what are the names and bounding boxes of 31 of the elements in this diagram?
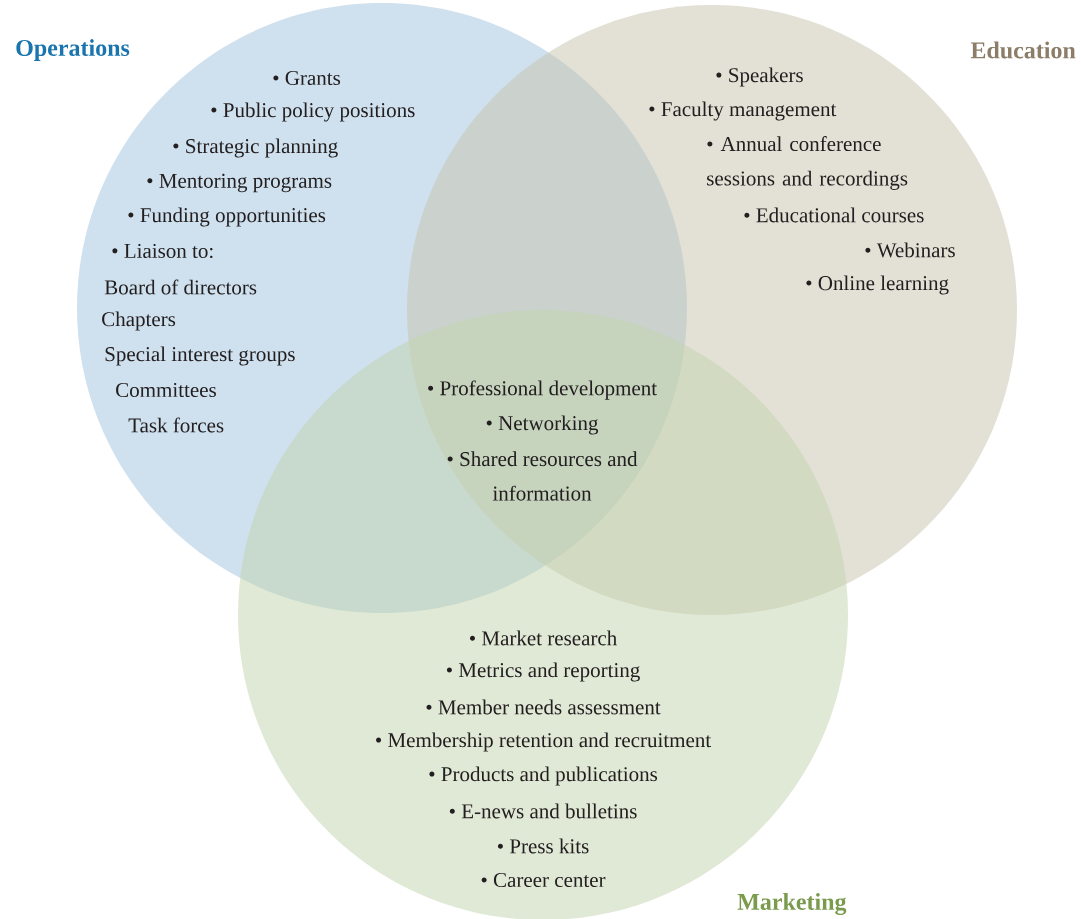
list-item: • Press kits (497, 838, 589, 854)
list-item: Board of directors (104, 279, 257, 295)
list-item: • Liaison to: (112, 243, 213, 259)
list-item: Committees (116, 382, 216, 398)
circle-heading: Education (970, 41, 1076, 59)
list-item: • Strategic planning (173, 138, 338, 158)
list-item: • E-news and bulletins (449, 803, 637, 819)
circle-heading: Marketing (737, 893, 847, 915)
list-item: • Networking (486, 415, 599, 435)
list-item: • Membership retention and recruitment (376, 732, 712, 752)
list-item: • Professional development (428, 380, 657, 400)
list-item: • Market research (469, 630, 617, 646)
list-item: • Annual conference sessions and recordings (707, 136, 908, 190)
list-item: • Faculty management (649, 101, 837, 121)
list-item: • Funding opportunities (128, 207, 326, 227)
list-item: • Grants (273, 70, 341, 86)
list-item: • Webinars (865, 242, 955, 258)
list-item: • Online learning (806, 275, 949, 295)
list-item: • Public policy positions (211, 102, 415, 122)
list-item: • Metrics and reporting (446, 662, 640, 682)
list-item: • Educational courses (744, 207, 924, 223)
list-item: • Products and publications (429, 766, 658, 786)
list-item: • Member needs assessment (426, 699, 661, 715)
list-item: • Career center (481, 872, 606, 888)
list-item: Special interest groups (105, 346, 295, 366)
list-item: Chapters (102, 311, 176, 331)
circle-heading: Operations (16, 39, 130, 61)
list-item: • Shared resources and information (447, 451, 638, 501)
list-item: • Mentoring programs (147, 173, 332, 193)
list-item: Task forces (128, 417, 224, 433)
list-item: • Speakers (716, 67, 803, 87)
